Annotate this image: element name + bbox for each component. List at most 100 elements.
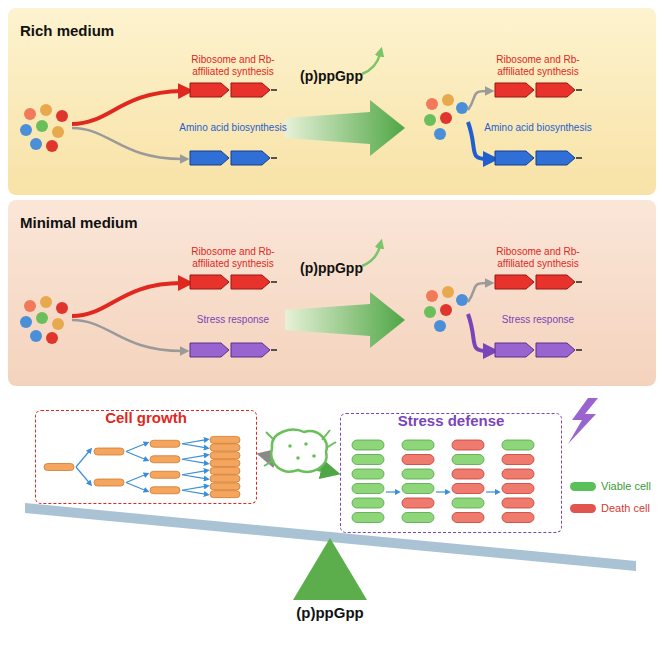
cell	[452, 455, 484, 465]
gene-label: Ribosome and Rb-affiliated synthesis	[483, 246, 593, 270]
cell	[352, 513, 384, 523]
legend-swatch	[570, 504, 596, 513]
time-arrow	[386, 491, 396, 492]
cell	[502, 469, 534, 479]
gene-arrow	[190, 151, 229, 165]
division-line	[76, 452, 89, 468]
gene-baseline	[271, 349, 277, 351]
cell	[210, 460, 240, 467]
cell	[352, 455, 384, 465]
cell	[94, 448, 124, 455]
cell	[502, 455, 534, 465]
legend-swatch	[570, 482, 596, 491]
division-line	[182, 459, 205, 463]
cell	[210, 436, 240, 443]
legend-row: Death cell	[570, 502, 650, 514]
cell	[352, 484, 384, 494]
cell	[210, 475, 240, 482]
division-line	[182, 490, 205, 494]
division-line	[182, 444, 205, 448]
gene-arrow	[536, 343, 575, 357]
legend-text: Death cell	[601, 502, 650, 514]
gene-arrow	[495, 83, 534, 97]
gene-arrow	[495, 151, 534, 165]
division-line	[182, 486, 205, 490]
gene-arrow	[495, 343, 534, 357]
cell	[402, 440, 434, 450]
gene-label: Ribosome and Rb-affiliated synthesis	[178, 54, 288, 78]
gene-operon: Ribosome and Rb-affiliated synthesis	[483, 246, 593, 290]
cell	[210, 467, 240, 474]
medium-panel: Rich mediumRibosome and Rb-affiliated sy…	[8, 8, 656, 195]
division-line	[126, 444, 145, 452]
gene-baseline	[576, 281, 582, 283]
cell	[452, 484, 484, 494]
gene-arrows	[494, 342, 582, 358]
region-title: Stress defense	[341, 412, 561, 429]
gene-operon: Amino acid biosynthesis	[483, 122, 593, 166]
gene-arrow	[231, 343, 270, 357]
cell	[452, 469, 484, 479]
panel-title: Minimal medium	[20, 214, 138, 231]
region-title: Cell growth	[36, 409, 256, 426]
division-line	[126, 483, 145, 491]
gene-arrow	[495, 275, 534, 289]
gene-operon: Ribosome and Rb-affiliated synthesis	[178, 54, 288, 98]
cell	[150, 440, 180, 447]
cell	[352, 498, 384, 508]
gene-label: Ribosome and Rb-affiliated synthesis	[483, 54, 593, 78]
cell	[402, 455, 434, 465]
cell	[452, 440, 484, 450]
division-line	[182, 455, 205, 459]
gene-operon: Stress response	[483, 314, 593, 358]
gene-arrow	[231, 151, 270, 165]
cell	[150, 471, 180, 478]
triangle-shape	[285, 538, 375, 600]
gene-operon: Ribosome and Rb-affiliated synthesis	[483, 54, 593, 98]
legend-row: Viable cell	[570, 480, 651, 492]
gene-baseline	[576, 89, 582, 91]
cell	[150, 487, 180, 494]
gene-arrows	[189, 274, 277, 290]
cell	[452, 498, 484, 508]
cell	[502, 440, 534, 450]
division-line	[76, 467, 89, 483]
cell	[94, 479, 124, 486]
dashed-region: Cell growth	[35, 410, 257, 504]
gene-arrow	[231, 275, 270, 289]
cell	[402, 484, 434, 494]
gene-arrows	[189, 82, 277, 98]
cell	[502, 484, 534, 494]
gene-baseline	[271, 89, 277, 91]
cell	[352, 440, 384, 450]
gene-arrows	[494, 150, 582, 166]
signal-label: (p)ppGpp	[265, 604, 395, 621]
gene-baseline	[576, 349, 582, 351]
gene-arrow	[190, 343, 229, 357]
gene-baseline	[271, 157, 277, 159]
time-arrow	[486, 491, 496, 492]
cell	[502, 513, 534, 523]
signal-label: (p)ppGpp	[300, 68, 363, 84]
signal-label: (p)ppGpp	[300, 260, 363, 276]
cell	[150, 456, 180, 463]
cell	[502, 498, 534, 508]
panel-title: Rich medium	[20, 22, 114, 39]
division-line	[182, 475, 205, 479]
triangle	[293, 538, 367, 600]
legend-text: Viable cell	[601, 480, 651, 492]
cell	[352, 469, 384, 479]
gene-baseline	[576, 157, 582, 159]
gene-arrow	[536, 275, 575, 289]
gene-label: Ribosome and Rb-affiliated synthesis	[178, 246, 288, 270]
cell	[452, 513, 484, 523]
dashed-region: Stress defense	[340, 413, 562, 533]
gene-arrow	[231, 83, 270, 97]
gene-operon: Ribosome and Rb-affiliated synthesis	[178, 246, 288, 290]
division-line	[182, 440, 205, 444]
gene-label: Stress response	[178, 314, 288, 326]
cell	[210, 444, 240, 451]
division-line	[182, 471, 205, 475]
gene-arrows	[189, 342, 277, 358]
cell	[210, 491, 240, 498]
